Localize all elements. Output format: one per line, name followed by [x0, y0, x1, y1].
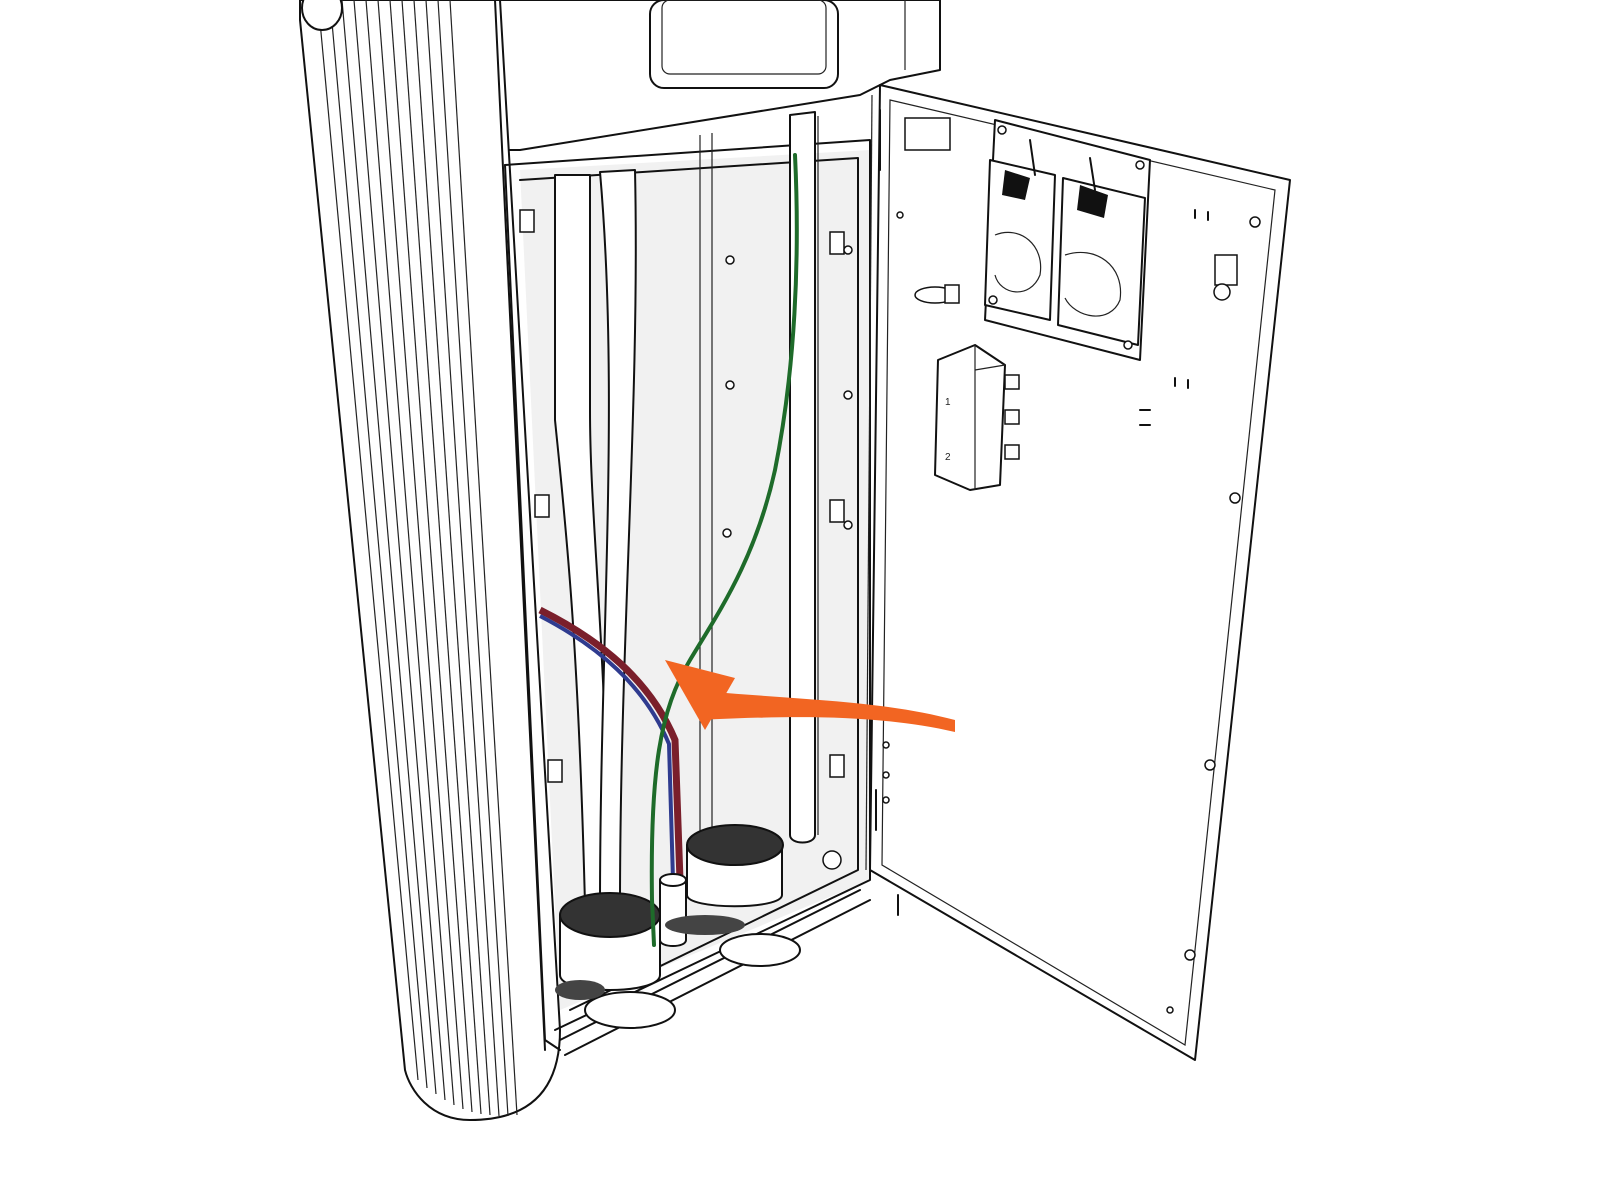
ground-wire [649, 153, 799, 947]
power-cable [538, 606, 684, 881]
top-housing [499, 0, 941, 151]
display-screen [649, 0, 839, 89]
ground-stud [822, 850, 842, 870]
power-cable-brown [538, 606, 684, 881]
breaker-2 [1057, 177, 1146, 346]
door-latch [904, 117, 951, 151]
terminal-label-1: 1 [945, 397, 951, 408]
fluted-column [299, 0, 561, 1121]
conduit-pipes [554, 111, 816, 906]
terminal-block: 1 2 [934, 344, 1020, 491]
open-door [865, 84, 1291, 1061]
gland-small [659, 879, 687, 947]
circuit-breakers [984, 119, 1151, 361]
column-cap [301, 0, 343, 31]
door-ground-terminal [1214, 254, 1238, 286]
cable-glands [555, 824, 842, 1029]
direction-arrow [665, 660, 955, 732]
wall-brackets [519, 209, 853, 783]
door-slots [1139, 209, 1209, 426]
conduit-right [789, 111, 816, 844]
terminal-label-2: 2 [945, 452, 951, 463]
power-cable-blue [539, 614, 675, 881]
